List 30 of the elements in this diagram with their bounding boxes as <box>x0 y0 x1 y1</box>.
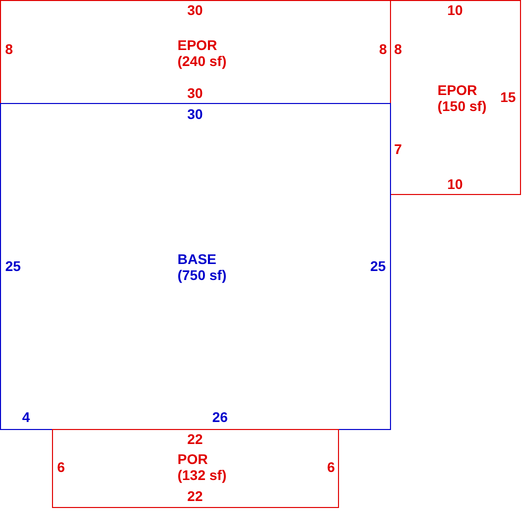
dimension-label: 22 <box>187 431 203 447</box>
area-label: EPOR <box>437 82 478 98</box>
area-label: (240 sf) <box>177 53 227 69</box>
dimension-label: 8 <box>379 41 387 57</box>
dimension-label: 8 <box>5 41 13 57</box>
area-label: EPOR <box>177 37 218 53</box>
dimension-label: 10 <box>447 2 463 18</box>
area-label: (132 sf) <box>177 467 227 483</box>
area-label: BASE <box>177 251 216 267</box>
dimension-label: 7 <box>394 141 402 157</box>
dimension-label: 30 <box>187 85 203 101</box>
area-label: POR <box>177 451 208 467</box>
dimension-label: 15 <box>500 89 516 105</box>
dimension-label: 30 <box>187 106 203 122</box>
dimension-label: 25 <box>370 258 386 274</box>
floor-area <box>0 0 391 104</box>
dimension-label: 26 <box>212 409 228 425</box>
dimension-label: 10 <box>447 176 463 192</box>
dimension-label: 6 <box>327 459 335 475</box>
dimension-label: 25 <box>5 258 21 274</box>
area-label: (150 sf) <box>437 98 487 114</box>
floor-area <box>52 429 339 508</box>
floor-area <box>390 0 521 195</box>
dimension-label: 6 <box>57 459 65 475</box>
dimension-label: 22 <box>187 488 203 504</box>
floor-area <box>0 103 391 430</box>
dimension-label: 4 <box>22 409 30 425</box>
dimension-label: 30 <box>187 2 203 18</box>
dimension-label: 8 <box>394 41 402 57</box>
area-label: (750 sf) <box>177 267 227 283</box>
